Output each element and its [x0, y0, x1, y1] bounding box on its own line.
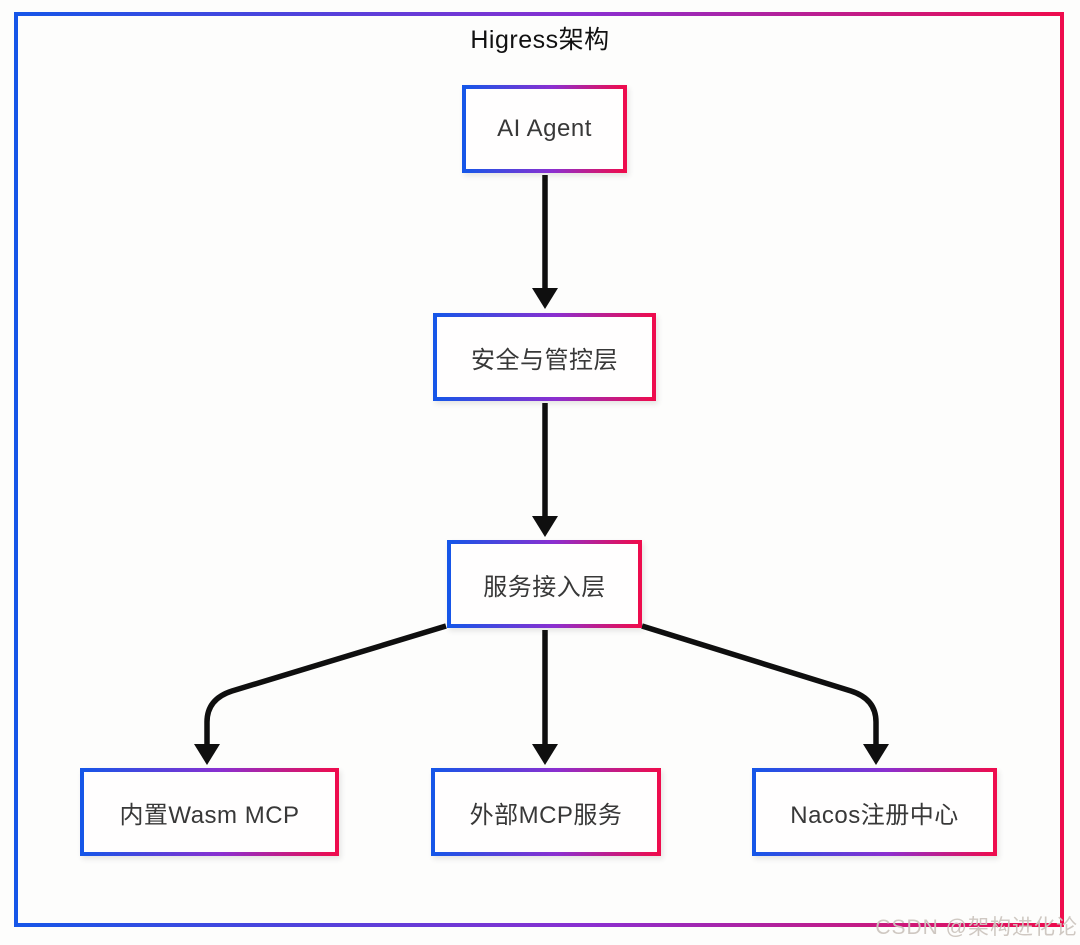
- csdn-watermark: CSDN @架构进化论: [875, 916, 1078, 939]
- diagram-title: Higress架构: [470, 26, 610, 54]
- node-builtin-wasm-mcp: 内置Wasm MCP: [80, 768, 339, 856]
- node-access-layer: 服务接入层: [447, 540, 642, 628]
- node-external-mcp-label: 外部MCP服务: [469, 801, 623, 829]
- node-ai-agent: AI Agent: [462, 85, 627, 173]
- node-nacos-registry-label: Nacos注册中心: [790, 801, 959, 829]
- node-access-layer-label: 服务接入层: [483, 573, 606, 601]
- node-nacos-registry: Nacos注册中心: [752, 768, 997, 856]
- node-security-layer: 安全与管控层: [433, 313, 656, 401]
- node-security-layer-label: 安全与管控层: [471, 346, 618, 374]
- node-external-mcp: 外部MCP服务: [431, 768, 661, 856]
- node-ai-agent-label: AI Agent: [497, 115, 592, 142]
- node-builtin-wasm-mcp-label: 内置Wasm MCP: [119, 801, 300, 829]
